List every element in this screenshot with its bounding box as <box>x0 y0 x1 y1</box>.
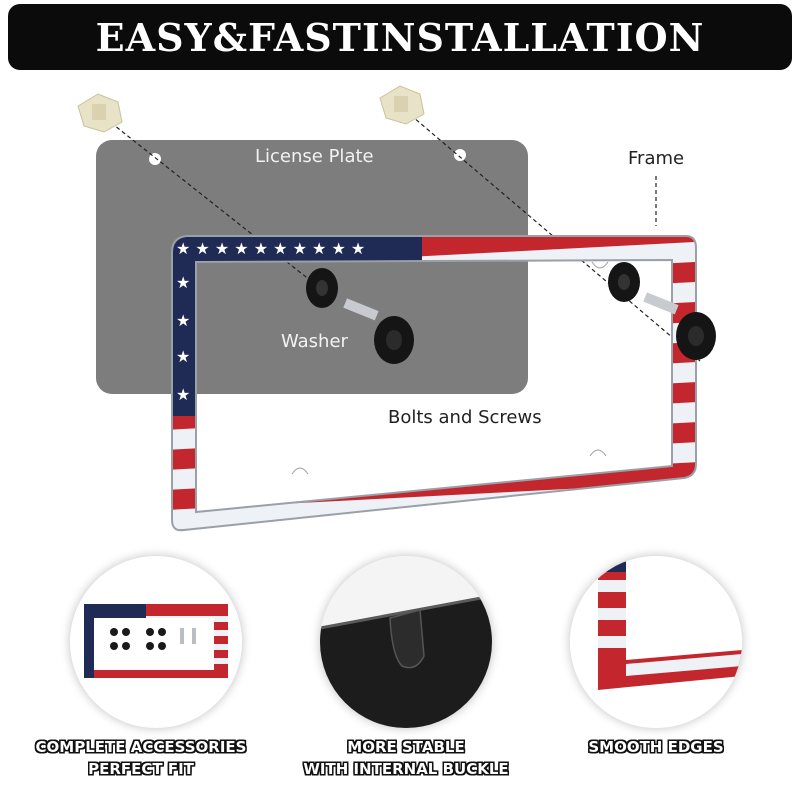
svg-text:★: ★ <box>176 347 190 366</box>
bolts-label: Bolts and Screws <box>388 407 542 428</box>
banner-title: EASY&FASTINSTALLATION <box>95 14 705 60</box>
frame-label: Frame <box>628 148 685 169</box>
washer-right <box>608 262 640 302</box>
clip-nut-left <box>77 93 123 133</box>
washer-left <box>306 268 338 308</box>
washer-label: Washer <box>281 331 348 352</box>
plate-hole-left <box>149 153 161 165</box>
license-plate <box>96 140 528 394</box>
installation-diagram: ★ ★ ★ ★ ★ ★ ★ ★ ★ ★ ★ ★ ★ ★ <box>77 85 716 532</box>
feature-buckle-image <box>320 556 492 728</box>
title-banner: EASY&FASTINSTALLATION <box>8 4 792 70</box>
feature-buckle-caption: MORE STABLE WITH INTERNAL BUCKLE <box>303 738 509 778</box>
svg-text:★: ★ <box>176 385 190 404</box>
guide-lines <box>99 105 701 362</box>
clip-nut-right <box>379 85 425 125</box>
license-plate-label: License Plate <box>255 146 374 167</box>
feature-edges-image <box>570 556 742 728</box>
svg-text:★: ★ <box>176 311 190 330</box>
bolt-right <box>643 292 716 360</box>
feature-accessories-image <box>70 556 242 728</box>
feature-edges-caption: SMOOTH EDGES <box>588 738 724 756</box>
frame-stars: ★ ★ ★ ★ ★ ★ ★ ★ ★ ★ ★ ★ ★ ★ <box>176 239 365 404</box>
svg-text:★ ★ ★ ★ ★ ★ ★ ★ ★ ★: ★ ★ ★ ★ ★ ★ ★ ★ ★ ★ <box>176 239 365 258</box>
bolt-left <box>343 298 414 364</box>
plate-hole-right <box>454 149 466 161</box>
svg-text:★: ★ <box>176 273 190 292</box>
feature-accessories-caption: COMPLETE ACCESSORIES PERFECT FIT <box>35 738 247 778</box>
